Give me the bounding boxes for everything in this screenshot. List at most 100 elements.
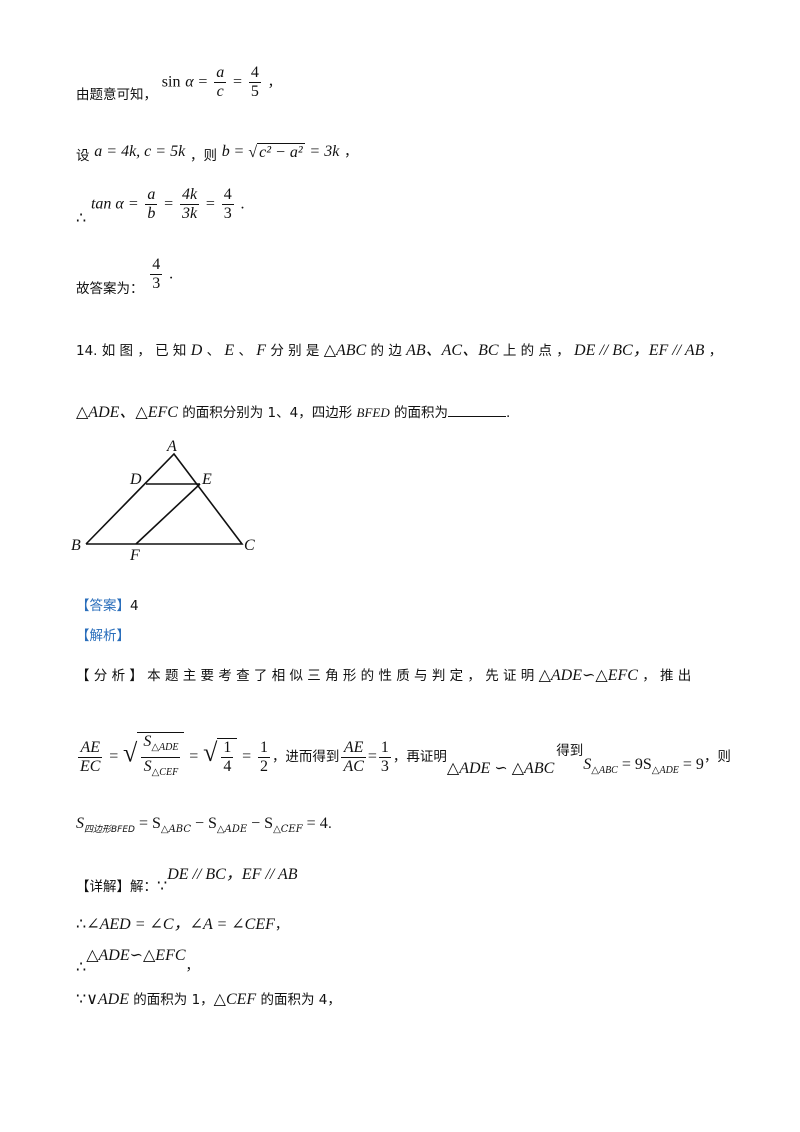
- quadrilateral-bfed: BFED: [356, 405, 390, 420]
- analysis-label: 【解析】: [76, 628, 130, 644]
- minus: − S: [191, 815, 217, 832]
- text: ，则: [703, 749, 731, 766]
- sub-quadrilateral: 四边形BFED: [84, 825, 135, 835]
- triangle-cef: △CEF: [213, 991, 257, 1008]
- therefore-symbol: ∴: [76, 209, 87, 227]
- text: ，进而得到: [271, 749, 340, 766]
- text: ，再证明: [392, 749, 447, 766]
- sin-symbol: sin: [161, 73, 181, 91]
- period: .: [506, 405, 511, 421]
- sub-cef: △CEF: [273, 824, 303, 835]
- label-c: C: [244, 537, 255, 554]
- triangle-abc-outline: [85, 452, 244, 545]
- label-d: D: [129, 471, 142, 488]
- text: 、: [234, 343, 257, 359]
- label-b: B: [71, 537, 81, 554]
- label-f: F: [129, 547, 140, 564]
- triangle-abc: △ABC: [323, 342, 367, 359]
- equals: =: [234, 143, 244, 160]
- text: 的面积为 4，: [256, 992, 341, 1008]
- text: 由题意可知，: [76, 86, 157, 103]
- tan-lhs: tan α =: [90, 195, 139, 213]
- parallel-conditions: DE // BC，EF // AB: [574, 342, 705, 359]
- text: ， 推 出: [637, 668, 692, 684]
- alpha-symbol: α: [185, 73, 194, 91]
- point-d: D: [190, 342, 203, 359]
- text: 14. 如 图 ， 已 知: [76, 343, 191, 359]
- equals: = S: [134, 815, 161, 832]
- minus: − S: [247, 815, 274, 832]
- label-e: E: [201, 471, 212, 488]
- similar-triangles: △ADE∽△EFC: [86, 947, 186, 964]
- equals: =: [242, 748, 252, 766]
- therefore-symbol: ∴: [76, 916, 87, 933]
- answer-value: 4: [130, 598, 139, 614]
- answer-blank: [448, 416, 507, 417]
- text: 上 的 点 ，: [498, 343, 575, 359]
- fenxi-line: 【 分 析 】 本 题 主 要 考 查 了 相 似 三 角 形 的 性 质 与 …: [76, 664, 691, 685]
- text: ，则: [189, 148, 217, 164]
- s-symbol: S: [76, 815, 84, 832]
- answer-label: 【答案】: [76, 598, 130, 614]
- equals: =: [367, 748, 377, 766]
- equals: =: [233, 73, 243, 91]
- text: 【 分 析 】 本 题 主 要 考 查 了 相 似 三 角 形 的 性 质 与 …: [76, 668, 539, 684]
- period: .: [240, 195, 245, 213]
- text: 得到: [556, 743, 584, 760]
- line-set-k: 设 a = 4k, c = 5k ，则 b = √c² − a² = 3k ，: [76, 140, 358, 164]
- detail-angles: ∴∠AED = ∠C，∠A = ∠CEF，: [76, 910, 288, 934]
- question-14-line1: 14. 如 图 ， 已 知 D 、 E 、 F 分 别 是 △ABC 的 边 A…: [76, 336, 722, 360]
- comma: ，: [344, 144, 358, 160]
- text: ，: [704, 343, 723, 359]
- analysis-label-line: 【解析】: [76, 624, 130, 644]
- detail-label: 【详解】解：: [76, 879, 157, 895]
- triangle-figure: A D E B F C: [71, 438, 255, 564]
- text: 、: [202, 343, 225, 359]
- comma: ，: [267, 74, 282, 91]
- because-symbol: ∵: [76, 991, 87, 1008]
- question-14-line2: △ADE、△EFC 的面积分别为 1、4，四边形 BFED 的面积为.: [76, 398, 510, 422]
- area-abc-result: S△ABC = 9S△ADE = 9: [583, 756, 704, 777]
- sides: AB、AC、BC: [406, 342, 499, 359]
- equals: =: [164, 195, 174, 213]
- comma: ，: [274, 917, 289, 933]
- text: 分 别 是: [266, 343, 324, 359]
- segment-ef: [135, 483, 201, 545]
- b-symbol: b: [221, 143, 230, 160]
- label-a: A: [166, 438, 177, 455]
- angle-equalities: ∠AED = ∠C，∠A = ∠CEF: [86, 916, 275, 933]
- text: 的面积为: [389, 405, 449, 421]
- result-3k: = 3k: [309, 143, 340, 160]
- equals: =: [198, 73, 208, 91]
- because-symbol: ∵: [157, 878, 168, 895]
- text: 的面积分别为 1、4，四边形: [177, 405, 357, 421]
- sub-abc: △ABC: [160, 824, 191, 835]
- sub-ade: △ADE: [216, 824, 248, 835]
- detail-similar: ∴△ADE∽△EFC，: [76, 944, 199, 976]
- parallel-conditions: DE // BC，EF // AB: [167, 866, 298, 883]
- detail-line: 【详解】解：∵DE // BC，EF // AB: [76, 860, 298, 895]
- text: 的面积为 1，: [129, 992, 214, 1008]
- answer-line: 【答案】4: [76, 594, 139, 614]
- equals: =: [205, 195, 215, 213]
- equals: =: [189, 748, 199, 766]
- equals: =: [109, 748, 119, 766]
- comma: ，: [185, 958, 200, 974]
- therefore-symbol: ∴: [76, 959, 87, 976]
- similar-ade-abc: △ADE ∽ △ABC: [446, 760, 555, 778]
- result: = 4: [302, 815, 328, 832]
- detail-areas: ∵∨ADE 的面积为 1，△CEF 的面积为 4，: [76, 988, 341, 1009]
